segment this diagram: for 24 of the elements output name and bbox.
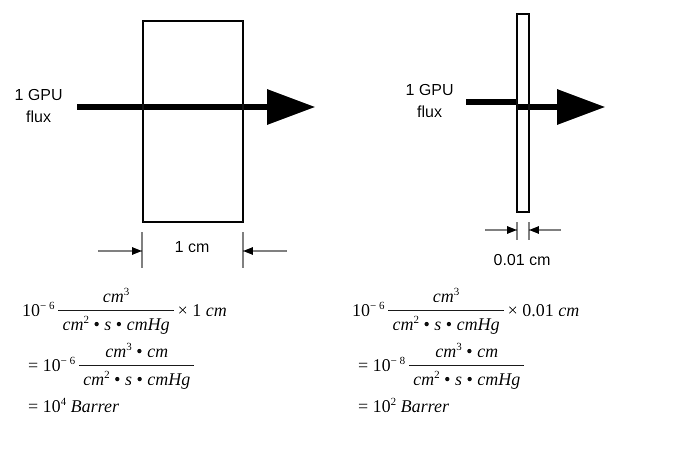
flux-label: 1 GPU flux: [0, 85, 77, 129]
formula-term: 10$^{− 6}$: [352, 300, 384, 321]
flux-arrow: [142, 89, 315, 125]
fraction-denominator: cm$^{2}$ • s • cmHg: [391, 313, 501, 335]
membrane-rect: [516, 13, 530, 213]
formula-result: = 10$^{4}$ Barrer: [28, 396, 119, 417]
dimension-label: 1 cm: [174, 239, 210, 257]
fraction-numerator: cm$^{3}$: [58, 286, 174, 311]
flux-arrow: [516, 89, 605, 125]
fraction-denominator: cm$^{2}$ • s • cmHg: [412, 368, 522, 390]
membrane-rect: [142, 20, 244, 223]
formula-term: × 0.01 cm: [508, 300, 580, 321]
formula-term: 10$^{− 6}$: [22, 300, 54, 321]
flux-label: 1 GPU flux: [393, 80, 466, 124]
formula-result: = 10$^{2}$ Barrer: [358, 396, 449, 417]
fraction-denominator: cm$^{2}$ • s • cmHg: [61, 313, 171, 335]
dimension-label: 0.01 cm: [494, 252, 550, 270]
formula-term: = 10$^{− 8}$: [358, 355, 406, 376]
fraction-numerator: cm$^{3}$ • cm: [409, 341, 524, 366]
fraction-numerator: cm$^{3}$ • cm: [79, 341, 194, 366]
formula-term: = 10$^{− 6}$: [28, 355, 76, 376]
fraction-numerator: cm$^{3}$: [388, 286, 504, 311]
formula-term: × 1 cm: [178, 300, 227, 321]
fraction-denominator: cm$^{2}$ • s • cmHg: [82, 368, 192, 390]
